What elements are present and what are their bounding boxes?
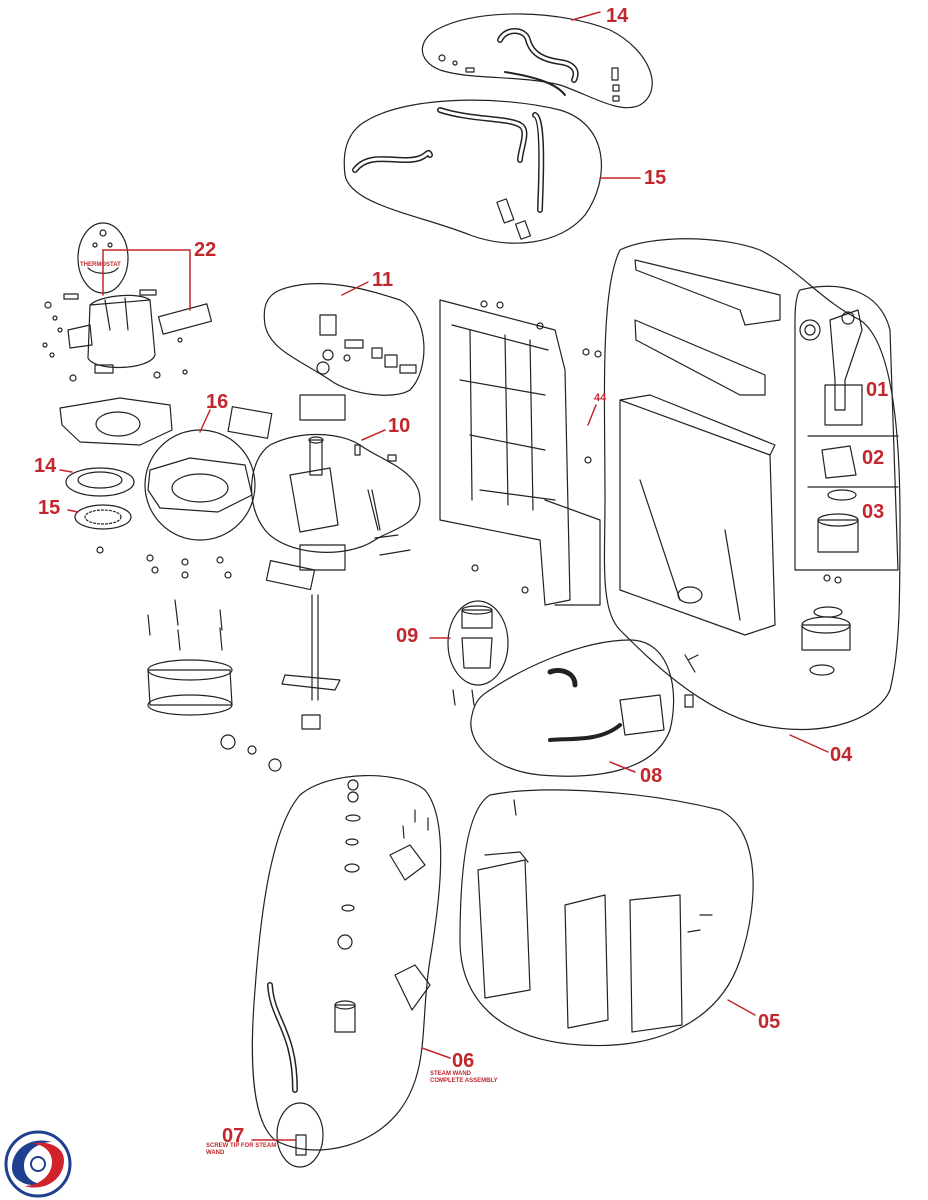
thermostat-label: THERMOSTAT — [80, 262, 121, 268]
group-07-outline — [276, 1102, 324, 1168]
callout-11: 11 — [372, 269, 394, 291]
leader-11 — [341, 281, 369, 296]
leader-05 — [727, 999, 756, 1016]
part-15-shower-screen — [74, 504, 132, 530]
group-14-outline — [421, 13, 653, 109]
callout-07: 07 — [222, 1125, 245, 1147]
part-04-o-ring-bottom — [809, 664, 835, 676]
group-10-outline — [251, 433, 421, 553]
part-22-boiler — [87, 299, 156, 368]
part-02-cap — [821, 445, 857, 479]
group-05-outline — [459, 789, 754, 1047]
part-back-frame — [439, 299, 571, 606]
callout-44: 44 — [594, 392, 607, 404]
leader-16 — [199, 409, 211, 433]
leader-44 — [587, 404, 597, 426]
callout-01: 01 — [866, 379, 889, 401]
leader-08 — [609, 761, 636, 773]
callout-14-top: 14 — [606, 5, 629, 27]
part-06-valve — [389, 844, 426, 881]
group-01-03-outline — [794, 285, 899, 571]
leader-14-left — [59, 469, 73, 473]
leader-04 — [789, 734, 829, 753]
part-06-knob — [394, 964, 431, 1011]
part-16-plate-upper — [59, 397, 173, 446]
leader-10 — [361, 429, 386, 441]
part-04-lid-bar — [634, 259, 781, 326]
part-04-handle — [634, 319, 766, 396]
part-06-nut — [334, 1004, 356, 1033]
callout-10: 10 — [388, 415, 411, 437]
part-14-gasket — [65, 467, 135, 497]
group-15-outline — [343, 99, 602, 244]
part-16-ring — [147, 457, 253, 513]
leader-15-left — [67, 509, 79, 513]
part-drip-ring — [147, 669, 233, 706]
part-14-wire — [504, 71, 566, 96]
part-04-o-ring-top — [813, 606, 843, 618]
leader-22 — [102, 249, 191, 311]
part-03-valve — [817, 519, 859, 553]
brand-swirl-logo-icon — [4, 1130, 72, 1198]
callout-15-top: 15 — [644, 167, 667, 189]
leader-14-top — [571, 11, 601, 21]
part-01-float — [829, 309, 863, 411]
group-11-outline — [263, 283, 425, 396]
leader-06 — [421, 1047, 451, 1059]
part-05-cover — [629, 894, 683, 1033]
group-08-outline — [470, 639, 675, 777]
part-03-clip — [827, 489, 857, 501]
group-06-outline — [251, 775, 442, 1151]
callout-04: 04 — [830, 744, 853, 766]
callout-22: 22 — [194, 239, 217, 261]
callout-16: 16 — [206, 391, 229, 413]
group-16-outline — [144, 429, 256, 541]
callout-09: 09 — [396, 625, 419, 647]
callout-15-left: 15 — [38, 497, 61, 519]
callout-02: 02 — [862, 447, 885, 469]
part-04-tank — [619, 399, 776, 636]
part-10-pump — [289, 467, 339, 533]
part-08-plug — [619, 694, 665, 736]
part-08-cable — [547, 668, 578, 688]
part-05-housing — [477, 859, 531, 999]
part-11-valve — [319, 314, 337, 336]
callout-08: 08 — [640, 765, 663, 787]
callout-06: 06 — [452, 1050, 475, 1072]
callout-03: 03 — [862, 501, 885, 523]
callout-14-left: 14 — [34, 455, 57, 477]
group-04-outline — [603, 238, 901, 731]
steam-wand-note: STEAM WAND COMPLETE ASSEMBLY — [430, 1071, 498, 1084]
part-05-pcb — [564, 894, 609, 1029]
screw-tip-note: SCREW TIP FOR STEAM WAND — [206, 1143, 277, 1156]
part-04-valve — [801, 624, 851, 651]
group-09-outline — [447, 600, 509, 686]
callout-05: 05 — [758, 1011, 781, 1033]
